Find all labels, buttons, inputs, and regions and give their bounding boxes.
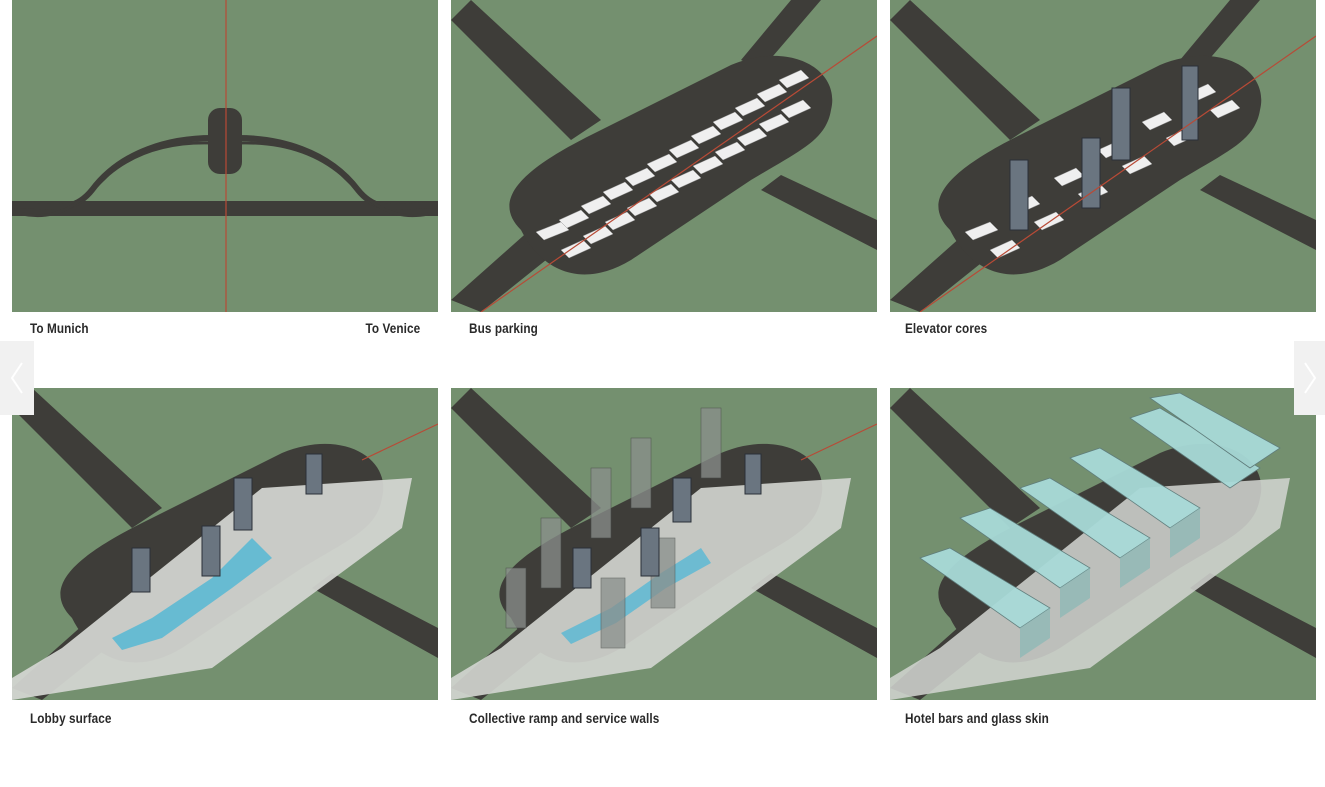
bus-parking-axonometric: [451, 0, 877, 312]
image-collective-ramp-service-walls[interactable]: [451, 388, 877, 700]
elevator-cores-axonometric: [890, 0, 1316, 312]
chevron-right-icon: [1303, 362, 1316, 394]
image-bus-parking[interactable]: [451, 0, 877, 312]
next-slide-button[interactable]: [1294, 341, 1325, 415]
image-elevator-cores[interactable]: [890, 0, 1316, 312]
caption-lobby-surface: Lobby surface: [30, 710, 112, 726]
previous-slide-button[interactable]: [0, 341, 34, 415]
caption-collective-ramp-service-walls: Collective ramp and service walls: [469, 710, 660, 726]
caption-to-venice: To Venice: [365, 320, 420, 336]
image-to-munich-to-venice[interactable]: [12, 0, 438, 312]
caption-to-munich: To Munich: [30, 320, 89, 336]
caption-elevator-cores: Elevator cores: [905, 320, 988, 336]
caption-bus-parking: Bus parking: [469, 320, 538, 336]
image-lobby-surface[interactable]: [12, 388, 438, 700]
caption-hotel-bars-glass-skin: Hotel bars and glass skin: [905, 710, 1049, 726]
ramp-walls-axonometric: [451, 388, 877, 700]
lobby-surface-axonometric: [12, 388, 438, 700]
site-plan-road-diagram: [12, 0, 438, 312]
image-hotel-bars-glass-skin[interactable]: [890, 388, 1316, 700]
hotel-bars-axonometric: [890, 388, 1316, 700]
chevron-left-icon: [10, 362, 23, 394]
